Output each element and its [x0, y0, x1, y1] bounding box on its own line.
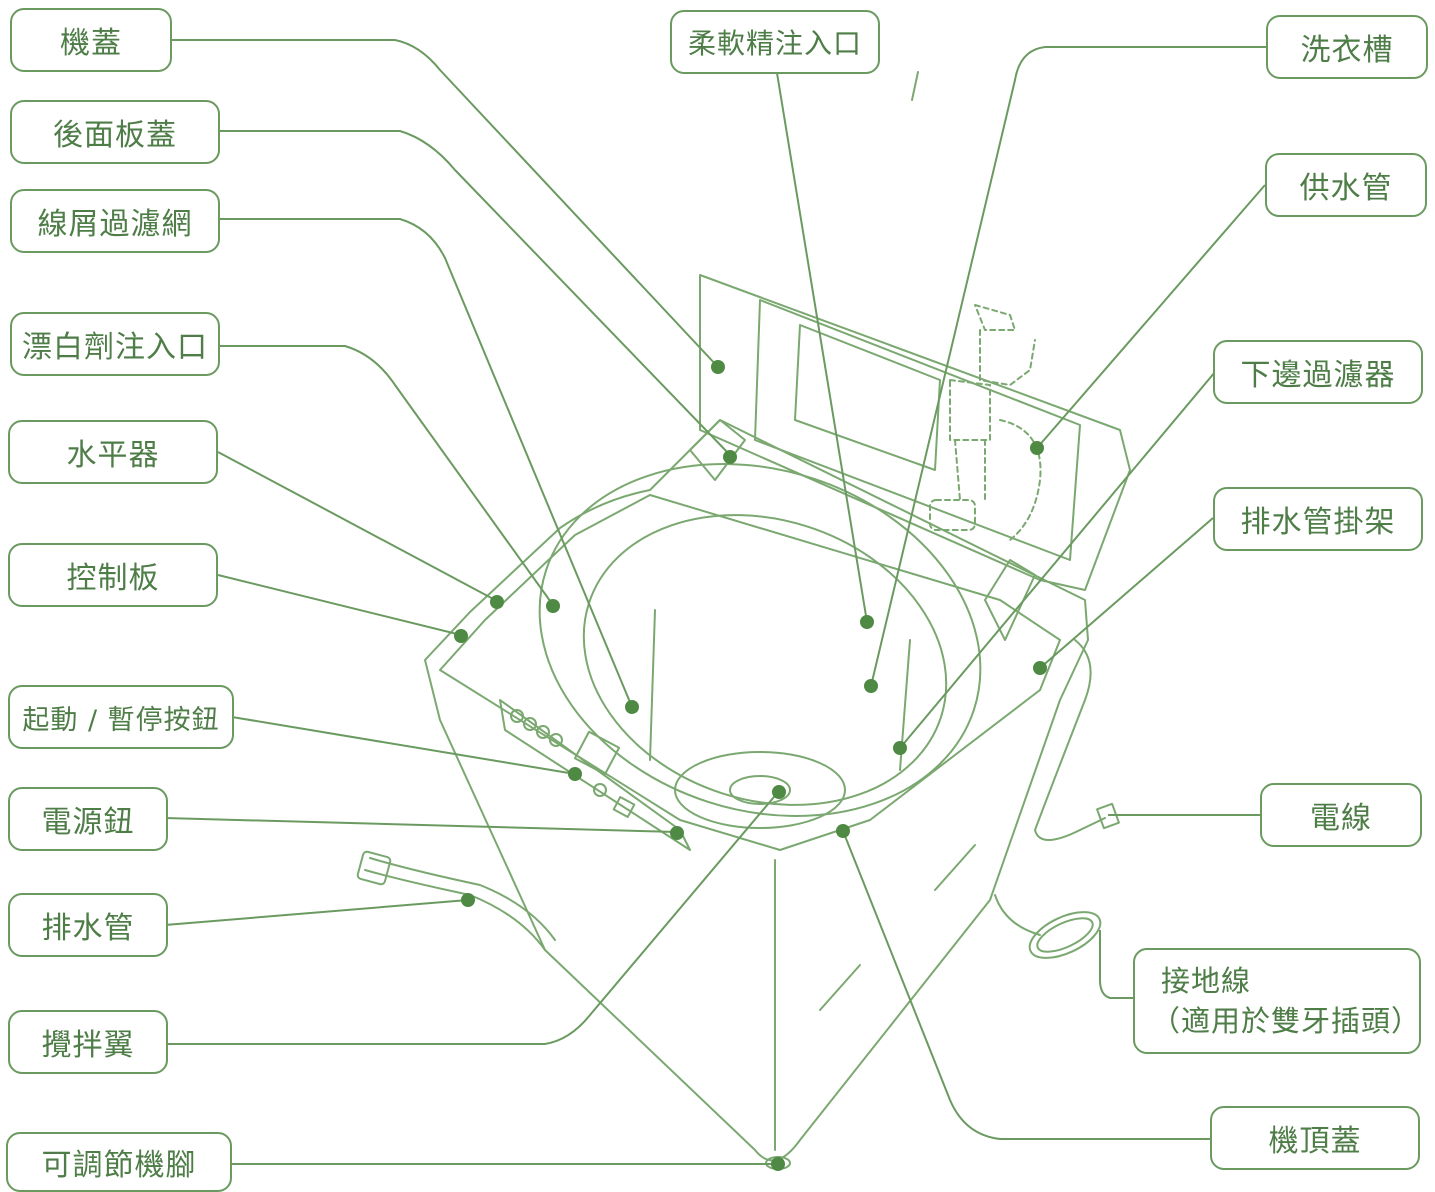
label-power-cord: 電線 — [1260, 783, 1422, 847]
dot-rear-panel-cover — [723, 450, 737, 464]
leader-start-pause — [231, 716, 576, 775]
dot-bottom-filter — [893, 741, 907, 755]
label-level: 水平器 — [8, 420, 218, 484]
label-drain-hose-hanger: 排水管掛架 — [1213, 487, 1423, 551]
open-lid — [699, 274, 1131, 591]
label-lid-text: 機蓋 — [60, 26, 122, 61]
dot-feet — [771, 1157, 785, 1171]
dot-hanger — [1033, 661, 1047, 675]
control-panel-shape — [499, 699, 691, 851]
dot-top-cover — [836, 824, 850, 838]
label-bottom-filter: 下邊過濾器 — [1213, 340, 1423, 404]
dot-power-button — [670, 826, 684, 840]
leader-supply-hose — [1036, 184, 1266, 449]
label-wash-tub: 洗衣槽 — [1266, 15, 1428, 79]
label-lint-filter: 線屑過濾網 — [10, 189, 220, 253]
dot-softener — [860, 615, 874, 629]
leader-control-panel — [217, 574, 462, 636]
label-start-pause-button: 起動 / 暫停按鈕 — [8, 685, 234, 749]
dot-wash-tub — [864, 679, 878, 693]
dot-level — [490, 595, 504, 609]
label-softener-inlet-text: 柔軟精注入口 — [687, 27, 862, 60]
label-pulsator: 攪拌翼 — [8, 1010, 168, 1074]
ground-wire-line — [994, 894, 1041, 936]
dot-bleach-inlet — [546, 599, 560, 613]
label-bottom-filter-text: 下邊過濾器 — [1240, 358, 1396, 393]
label-top-cover: 機頂蓋 — [1210, 1106, 1420, 1170]
label-rear-panel-cover-text: 後面板蓋 — [53, 118, 177, 153]
top-deck — [439, 494, 1061, 851]
leader-ground-wire — [1099, 930, 1133, 999]
label-lid: 機蓋 — [10, 8, 172, 72]
label-start-pause-button-text: 起動 / 暫停按鈕 — [22, 704, 220, 736]
label-ground-wire-line1: 接地線 — [1161, 964, 1252, 998]
leader-rear-panel-cover — [218, 130, 731, 456]
tub-opening — [538, 463, 982, 817]
power-cord-line — [1034, 639, 1106, 841]
label-power-button-text: 電源鈕 — [41, 805, 135, 840]
label-softener-inlet: 柔軟精注入口 — [670, 10, 880, 74]
leader-level — [217, 451, 498, 602]
leader-drain-hose — [164, 899, 469, 926]
label-top-cover-text: 機頂蓋 — [1268, 1124, 1362, 1159]
dot-supply-hose — [1030, 441, 1044, 455]
label-pulsator-text: 攪拌翼 — [41, 1028, 135, 1063]
leader-top-cover — [842, 830, 1210, 1140]
drain-hose-shape — [364, 869, 546, 951]
label-adjustable-feet: 可調節機腳 — [6, 1132, 232, 1192]
dot-control-panel — [454, 629, 468, 643]
label-drain-hose-text: 排水管 — [41, 911, 135, 946]
leader-wash-tub — [870, 46, 1268, 687]
faucet-outline — [974, 304, 1016, 331]
leader-bottom-filter — [899, 371, 1216, 749]
side-handle-1 — [934, 844, 976, 891]
label-bleach-inlet: 漂白劑注入口 — [10, 312, 220, 376]
label-power-button: 電源鈕 — [8, 787, 168, 851]
cabinet-outline — [424, 419, 1089, 1162]
leader-lint-filter — [218, 218, 633, 708]
leader-lid — [170, 39, 719, 368]
label-control-panel: 控制板 — [8, 543, 218, 607]
dot-start-pause — [568, 767, 582, 781]
dot-drain-hose — [461, 893, 475, 907]
label-drain-hose: 排水管 — [8, 893, 168, 957]
dot-lid — [711, 360, 725, 374]
pulsator-shape — [674, 751, 846, 829]
leader-hanger — [1039, 517, 1214, 669]
label-power-cord-text: 電線 — [1310, 801, 1372, 836]
label-control-panel-text: 控制板 — [66, 561, 160, 596]
basket-side-left — [649, 609, 656, 761]
label-wash-tub-text: 洗衣槽 — [1300, 33, 1394, 68]
label-drain-hose-hanger-text: 排水管掛架 — [1240, 505, 1396, 540]
leader-pulsator — [165, 790, 780, 1045]
dot-pulsator — [772, 785, 786, 799]
leader-bleach-inlet — [218, 345, 554, 606]
label-water-supply-hose-text: 供水管 — [1299, 171, 1393, 206]
label-water-supply-hose: 供水管 — [1265, 153, 1427, 217]
label-ground-wire-line2: （適用於雙牙插頭） — [1151, 1004, 1422, 1038]
label-adjustable-feet-text: 可調節機腳 — [41, 1148, 197, 1183]
label-level-text: 水平器 — [66, 438, 160, 473]
label-bleach-inlet-text: 漂白劑注入口 — [22, 330, 208, 365]
leader-softener — [776, 72, 868, 623]
label-ground-wire: 接地線 （適用於雙牙插頭） — [1133, 948, 1421, 1054]
label-rear-panel-cover: 後面板蓋 — [10, 100, 220, 164]
label-lint-filter-text: 線屑過濾網 — [37, 207, 193, 242]
dot-lint-filter — [625, 700, 639, 714]
leader-power-button — [164, 817, 678, 833]
side-handle-2 — [819, 964, 861, 1011]
